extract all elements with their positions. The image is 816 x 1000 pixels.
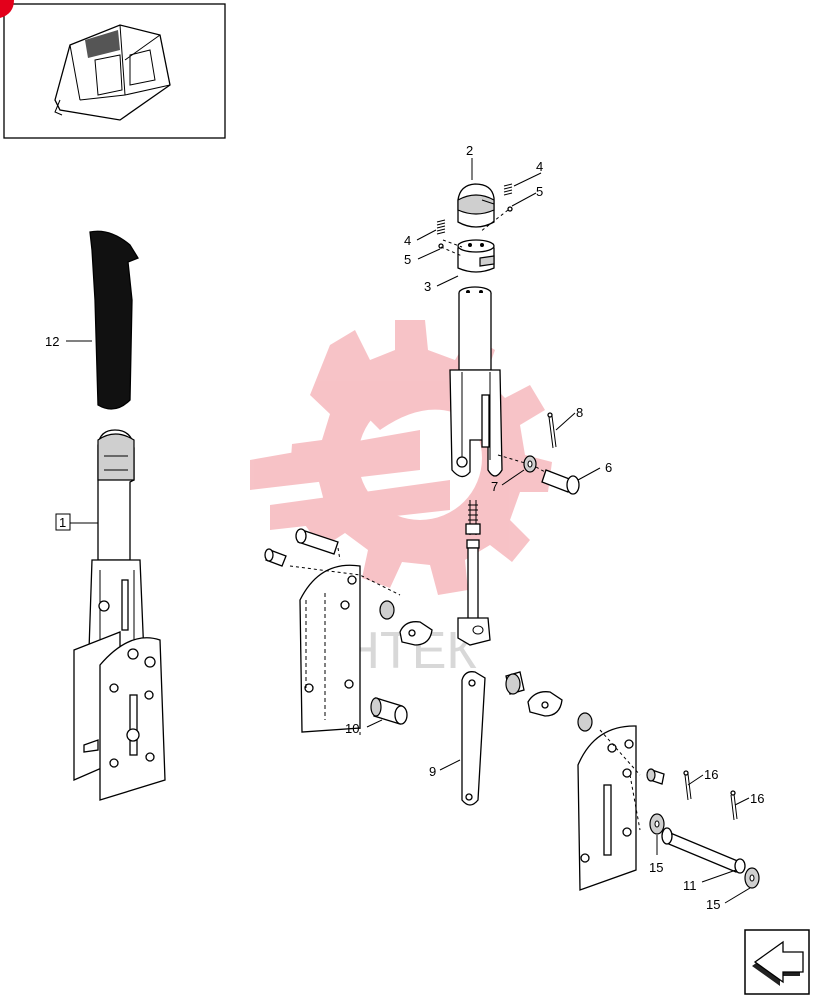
spring-4b — [436, 219, 446, 235]
bushing-10 — [370, 697, 408, 725]
long-pin-11 — [661, 827, 746, 874]
callout-2: 2 — [466, 143, 473, 158]
small-bushing-right — [646, 768, 665, 785]
callout-11: 11 — [683, 878, 697, 893]
lever-assembly-1 — [73, 429, 166, 801]
callout-16b: 16 — [750, 791, 764, 806]
callout-1: 1 — [59, 515, 66, 530]
cab-thumbnail-icon — [3, 3, 226, 139]
callout-1-box — [55, 513, 71, 531]
next-page-arrow-icon[interactable] — [744, 929, 810, 995]
washer-upper-left — [379, 600, 395, 620]
bushing-right-upper — [505, 671, 525, 695]
callout-5a: 5 — [536, 184, 543, 199]
split-pin-16b — [730, 790, 738, 821]
callout-16a: 16 — [704, 767, 718, 782]
handle-grip-12 — [89, 230, 139, 410]
watermark-logo — [250, 320, 552, 595]
callout-10: 10 — [345, 721, 359, 736]
link-9 — [461, 671, 486, 806]
threaded-rod — [457, 500, 491, 646]
callout-12: 12 — [45, 334, 59, 349]
clevis-pin-6 — [541, 469, 580, 495]
callout-6: 6 — [605, 460, 612, 475]
spring-4a — [503, 183, 513, 196]
callout-8: 8 — [576, 405, 583, 420]
washer-15b — [744, 867, 760, 889]
callout-3: 3 — [424, 279, 431, 294]
callout-7: 7 — [491, 479, 498, 494]
washer-right — [577, 712, 593, 732]
split-pin-8 — [547, 412, 557, 449]
bracket-plate-left — [299, 564, 361, 733]
link-plate-left — [399, 621, 433, 646]
block-3 — [457, 239, 495, 273]
callout-4b: 4 — [404, 233, 411, 248]
callout-5b: 5 — [404, 252, 411, 267]
bracket-plate-right — [577, 725, 637, 891]
pin-small-left — [264, 548, 287, 567]
ball-5a — [507, 206, 513, 212]
callout-15b: 15 — [706, 897, 720, 912]
pin-upper-left — [295, 528, 339, 555]
washer-7 — [523, 455, 537, 473]
washer-15a — [649, 813, 665, 835]
callout-9: 9 — [429, 764, 436, 779]
link-plate-right — [527, 691, 563, 717]
split-pin-16a — [683, 770, 692, 801]
lever-tube — [449, 286, 503, 478]
knob-2 — [457, 183, 495, 228]
callout-4a: 4 — [536, 159, 543, 174]
callout-15a: 15 — [649, 860, 663, 875]
corner-marker — [0, 0, 14, 18]
